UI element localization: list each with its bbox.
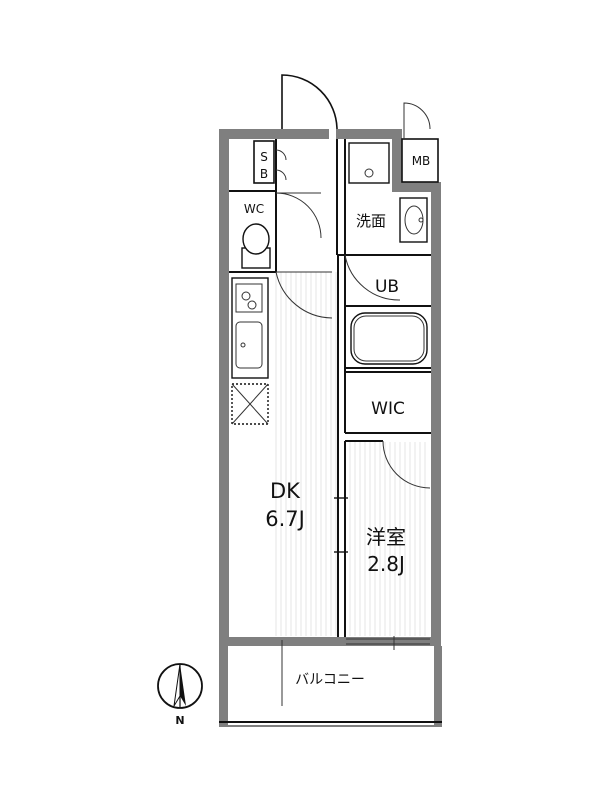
entrance-door xyxy=(281,74,338,130)
floor-stripes xyxy=(275,272,426,636)
toilet xyxy=(241,192,322,269)
wash-label: 洗面 xyxy=(356,212,386,230)
sb-label-bottom: B xyxy=(260,167,268,181)
wic-label: WIC xyxy=(371,399,405,419)
fridge-space xyxy=(231,383,269,425)
wc-label: WC xyxy=(244,202,264,216)
dk-name: DK xyxy=(270,479,301,503)
interior-walls xyxy=(229,139,431,637)
balcony-rail xyxy=(219,721,442,727)
balcony-window xyxy=(281,636,430,706)
meter-box xyxy=(401,102,439,183)
bath-door xyxy=(344,254,401,301)
compass-label: N xyxy=(175,714,184,727)
exterior-walls xyxy=(219,129,442,726)
wash-basin xyxy=(399,197,428,243)
mb-label: MB xyxy=(412,154,431,168)
western-room-size: 2.8J xyxy=(367,552,405,576)
kitchen-door xyxy=(275,271,333,319)
balcony-label: バルコニー xyxy=(295,672,365,688)
bathtub xyxy=(350,312,428,365)
kitchen-counter xyxy=(231,277,269,379)
compass-icon xyxy=(157,663,203,709)
wic-door xyxy=(382,440,431,489)
washing-machine-pan xyxy=(348,142,390,184)
dk-size: 6.7J xyxy=(265,507,305,531)
ub-label: UB xyxy=(375,277,399,297)
sb-label-top: S xyxy=(260,150,268,164)
western-room-name: 洋室 xyxy=(366,525,406,549)
shoe-box xyxy=(253,140,287,184)
sliding-partition xyxy=(334,497,348,553)
